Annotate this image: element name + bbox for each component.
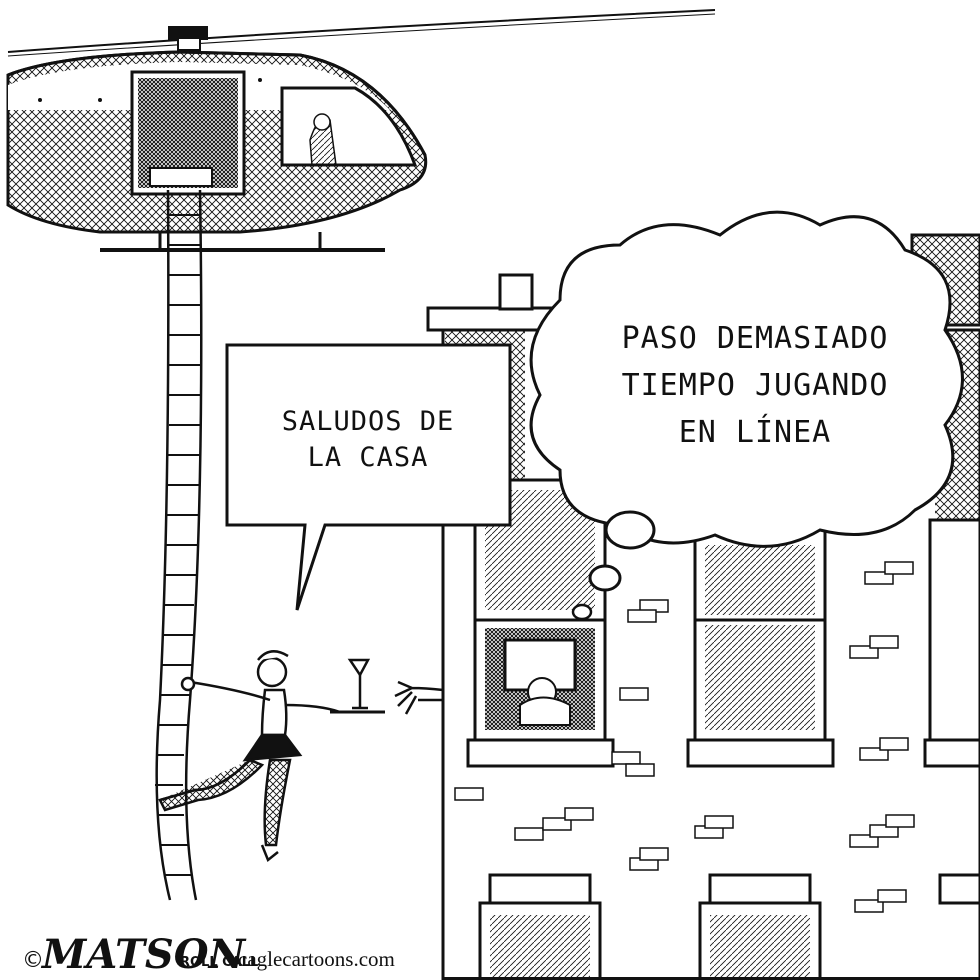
artist-signature: MATSON xyxy=(40,931,247,978)
speech-line-1: SALUDOS DE xyxy=(282,406,455,437)
website-credit: caglecartoons.com xyxy=(238,947,395,971)
rope-ladder xyxy=(155,189,203,901)
publication-name: ROLL CALL xyxy=(180,955,258,970)
thought-line-1: PASO DEMASIADO xyxy=(622,321,889,356)
thought-line-2: TIEMPO JUGANDO xyxy=(622,368,889,403)
helicopter xyxy=(6,50,428,252)
credits: © MATSON ROLL CALL caglecartoons.com xyxy=(22,931,395,978)
thought-line-3: EN LÍNEA xyxy=(679,414,832,450)
helicopter-rotor xyxy=(7,9,716,57)
speech-line-2: LA CASA xyxy=(308,442,429,473)
thought-bubble: PASO DEMASIADO TIEMPO JUGANDO EN LÍNEA xyxy=(529,210,964,621)
copyright-symbol: © xyxy=(22,948,44,973)
speech-bubble: SALUDOS DE LA CASA xyxy=(225,343,512,611)
waitress-figure xyxy=(158,650,385,863)
